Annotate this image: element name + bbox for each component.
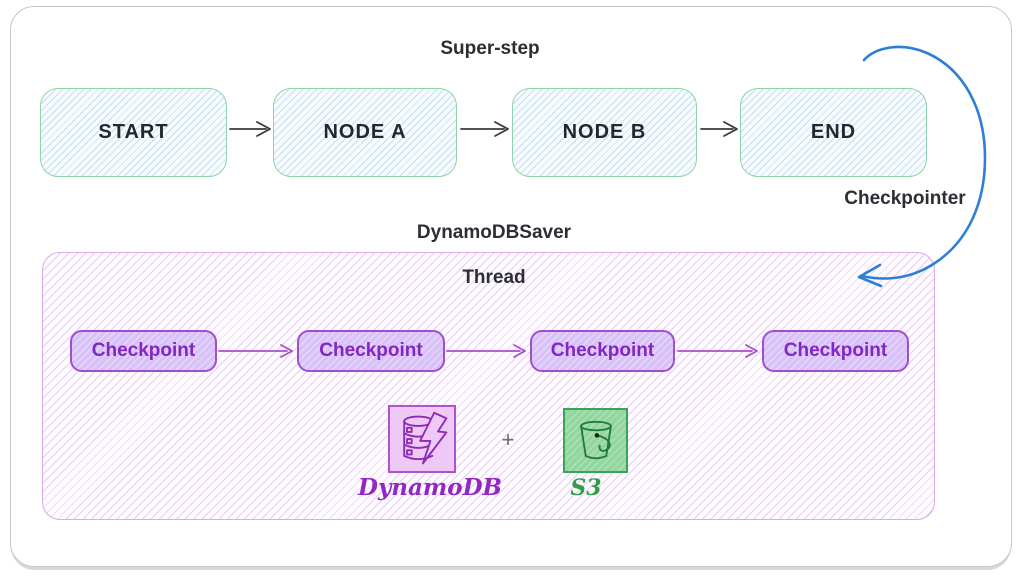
checkpoint-box-2: Checkpoint: [297, 330, 445, 372]
dynamodb-icon: [388, 405, 456, 473]
thread-box: [42, 252, 935, 520]
node-a-label: NODE A: [323, 121, 407, 143]
node-a: NODE A: [273, 88, 457, 177]
dynamodbsaver-title: DynamoDBSaver: [416, 222, 572, 243]
plus-sign: +: [501, 427, 515, 452]
checkpoint-label: Checkpoint: [319, 340, 423, 361]
checkpoint-label: Checkpoint: [91, 340, 196, 361]
checkpoint-box-1: Checkpoint: [70, 330, 217, 372]
dynamodb-label: DynamoDB: [358, 474, 502, 501]
node-start: START: [40, 88, 227, 177]
s3-label: S3: [570, 475, 602, 501]
checkpoint-label: Checkpoint: [783, 340, 888, 361]
checkpoint-box-4: Checkpoint: [762, 330, 909, 372]
s3-icon: [563, 408, 628, 473]
s3-bucket-icon: [579, 420, 612, 459]
node-b-label: NODE B: [562, 121, 647, 143]
node-end-label: END: [810, 121, 857, 143]
checkpoint-label: Checkpoint: [550, 340, 655, 361]
node-b: NODE B: [512, 88, 697, 177]
checkpointer-label: Checkpointer: [844, 188, 966, 209]
node-start-label: START: [98, 121, 169, 143]
thread-title: Thread: [462, 267, 526, 288]
dynamodb-database-icon: [403, 411, 448, 465]
super-step-title: Super-step: [440, 38, 540, 59]
node-end: END: [740, 88, 927, 177]
checkpoint-box-3: Checkpoint: [530, 330, 675, 372]
